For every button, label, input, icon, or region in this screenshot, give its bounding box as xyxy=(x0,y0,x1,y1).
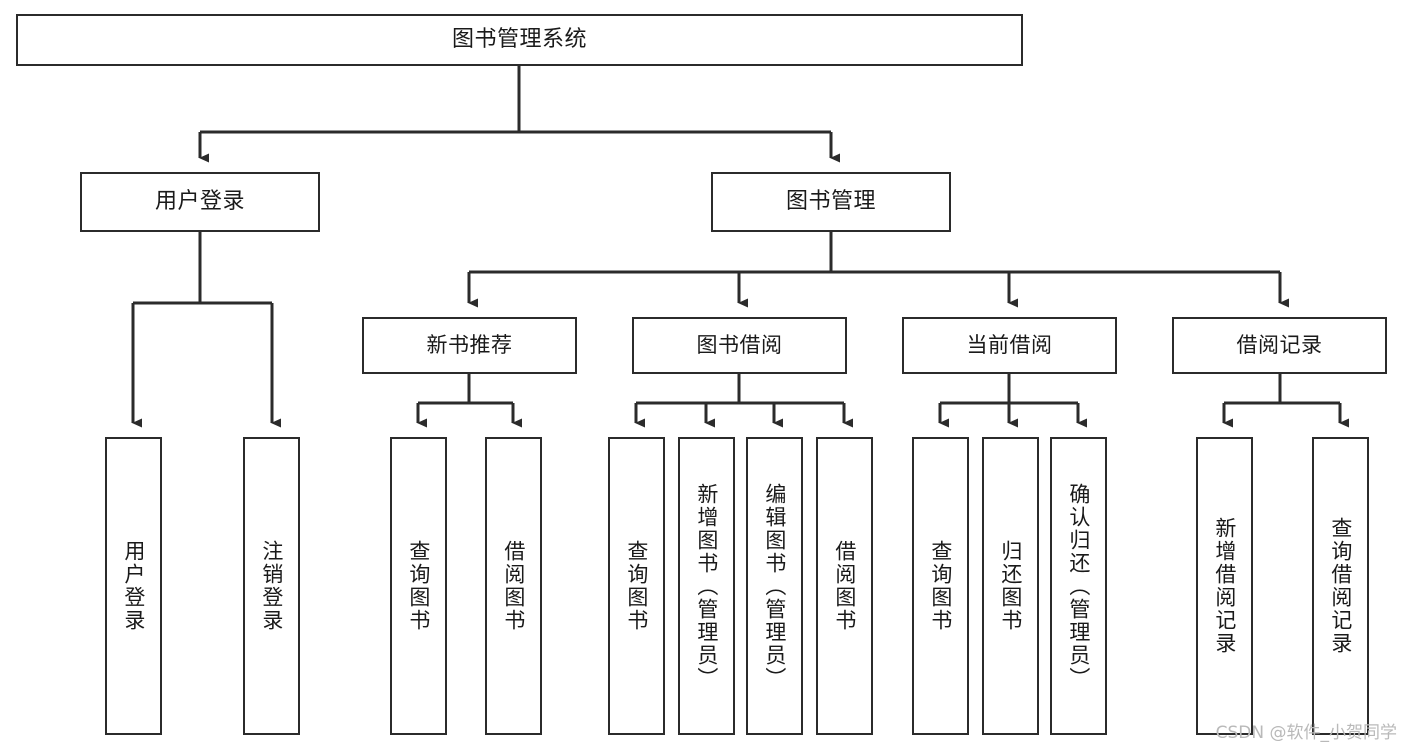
node-label: 用户登录 xyxy=(154,189,245,215)
leaf-query-book-current[interactable]: 查询图书 xyxy=(912,437,969,735)
node-label: 查询借阅记录 xyxy=(1328,517,1353,655)
node-current-borrowing[interactable]: 当前借阅 xyxy=(902,317,1117,374)
leaf-user-login[interactable]: 用户登录 xyxy=(105,437,162,735)
node-label: 借阅图书 xyxy=(501,540,526,632)
node-book-management[interactable]: 图书管理 xyxy=(711,172,951,232)
node-label: 当前借阅 xyxy=(966,333,1053,358)
node-label: 注销登录 xyxy=(259,540,284,632)
node-label: 用户登录 xyxy=(121,540,146,632)
leaf-query-borrow-record[interactable]: 查询借阅记录 xyxy=(1312,437,1369,735)
node-label: 查询图书 xyxy=(928,540,953,632)
node-label: 图书管理 xyxy=(785,189,876,215)
node-label: 新增借阅记录 xyxy=(1212,517,1237,655)
node-book-management-system[interactable]: 图书管理系统 xyxy=(16,14,1023,66)
leaf-edit-book-admin[interactable]: 编辑图书（管理员） xyxy=(746,437,803,735)
leaf-confirm-return-admin[interactable]: 确认归还（管理员） xyxy=(1050,437,1107,735)
leaf-borrow-book-borrowing[interactable]: 借阅图书 xyxy=(816,437,873,735)
node-label: 新书推荐 xyxy=(426,333,513,358)
node-label: 图书借阅 xyxy=(696,333,783,358)
node-label: 查询图书 xyxy=(624,540,649,632)
node-borrowing-record[interactable]: 借阅记录 xyxy=(1172,317,1387,374)
node-label: 归还图书 xyxy=(998,540,1023,632)
node-label: 借阅图书 xyxy=(832,540,857,632)
node-user-login[interactable]: 用户登录 xyxy=(80,172,320,232)
leaf-add-book-admin[interactable]: 新增图书（管理员） xyxy=(678,437,735,735)
node-label: 借阅记录 xyxy=(1236,333,1323,358)
node-label: 图书管理系统 xyxy=(451,27,587,53)
leaf-query-book-borrowing[interactable]: 查询图书 xyxy=(608,437,665,735)
leaf-add-borrow-record[interactable]: 新增借阅记录 xyxy=(1196,437,1253,735)
watermark: CSDN @软件_小贺同学 xyxy=(1215,723,1397,743)
node-label: 查询图书 xyxy=(406,540,431,632)
node-label: 确认归还（管理员） xyxy=(1066,482,1091,690)
node-label: 编辑图书（管理员） xyxy=(762,482,787,690)
node-new-book-recommendation[interactable]: 新书推荐 xyxy=(362,317,577,374)
leaf-query-book-new-recommendation[interactable]: 查询图书 xyxy=(390,437,447,735)
node-book-borrowing[interactable]: 图书借阅 xyxy=(632,317,847,374)
leaf-borrow-book-new-recommendation[interactable]: 借阅图书 xyxy=(485,437,542,735)
leaf-logout[interactable]: 注销登录 xyxy=(243,437,300,735)
node-label: 新增图书（管理员） xyxy=(694,482,719,690)
leaf-return-book[interactable]: 归还图书 xyxy=(982,437,1039,735)
